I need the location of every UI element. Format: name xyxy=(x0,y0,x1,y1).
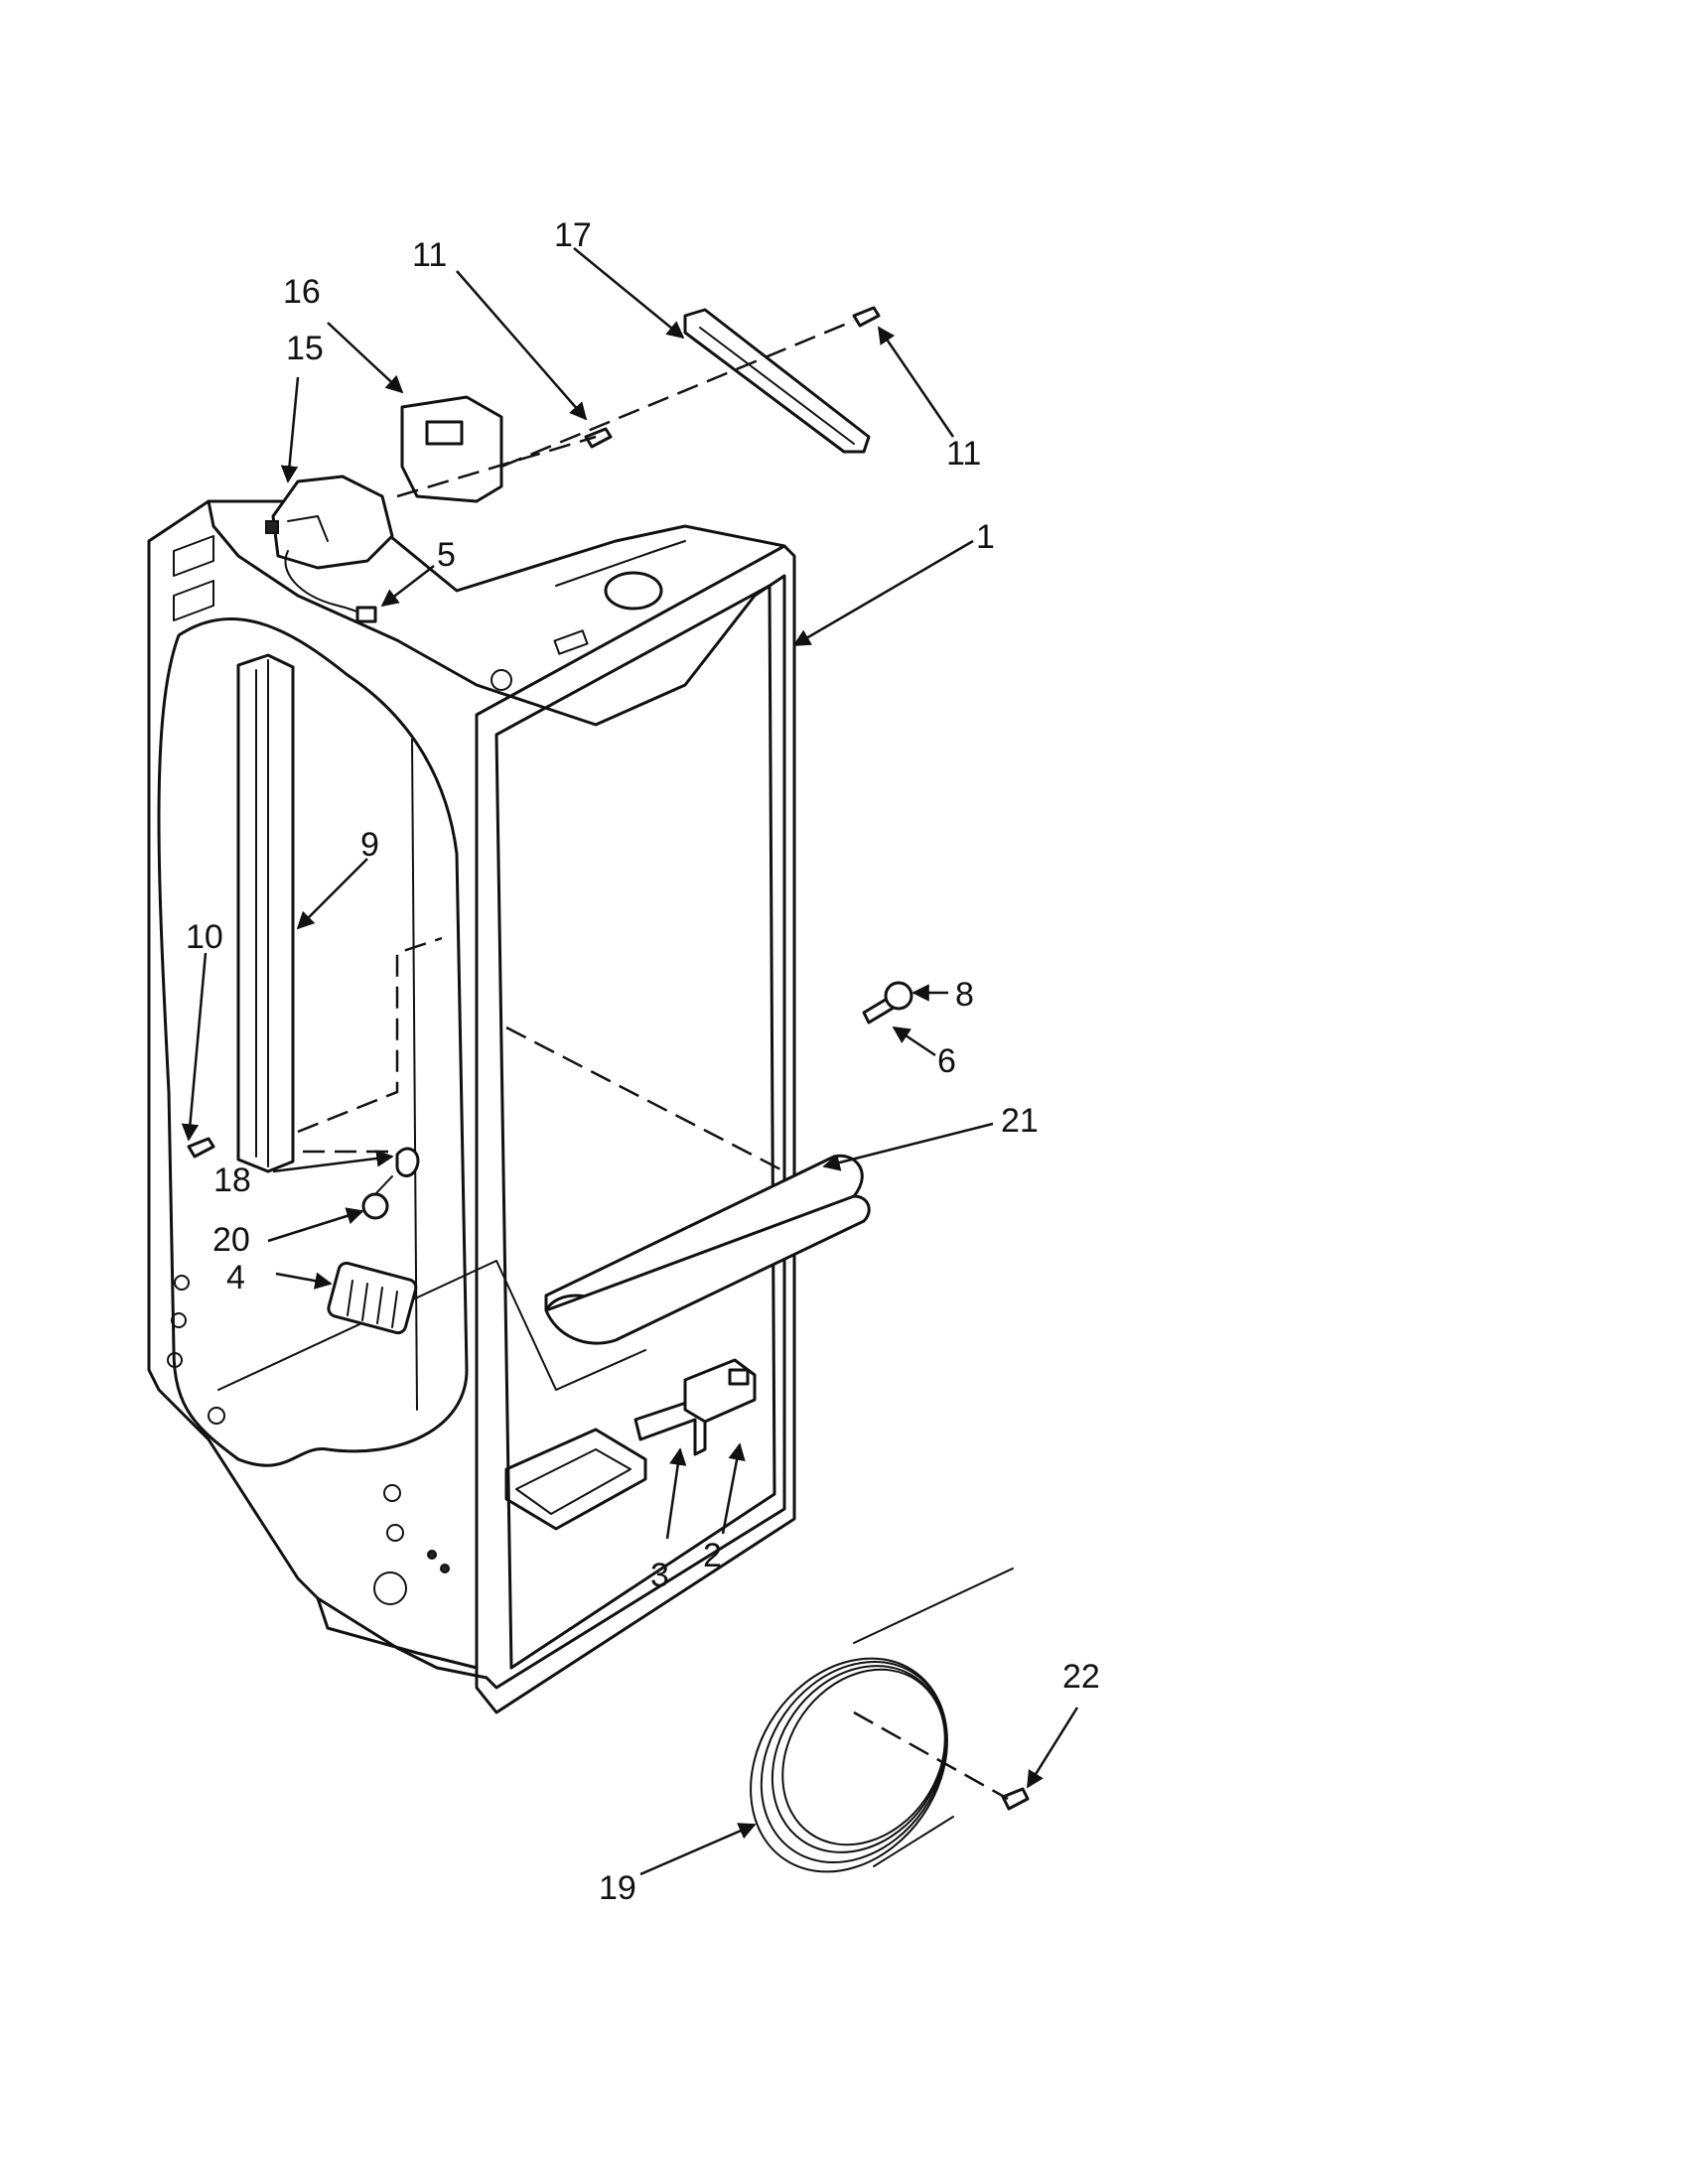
callout-2: 2 xyxy=(703,1537,722,1574)
callout-3: 3 xyxy=(650,1557,669,1594)
shelf-rail xyxy=(236,653,295,1173)
top-trim-bar xyxy=(683,308,871,454)
light-socket xyxy=(361,1147,420,1220)
callout-20: 20 xyxy=(212,1221,250,1259)
screw-left xyxy=(187,1137,215,1159)
screw-bottom-22 xyxy=(1001,1787,1030,1811)
callout-21: 21 xyxy=(1001,1102,1039,1140)
screw-right-6 xyxy=(862,981,913,1024)
callout-4: 4 xyxy=(226,1259,245,1297)
air-vent xyxy=(327,1261,418,1335)
callout-1: 1 xyxy=(976,518,995,556)
callout-8: 8 xyxy=(955,976,974,1014)
callout-5: 5 xyxy=(437,536,456,574)
callout-22: 22 xyxy=(1062,1658,1100,1696)
callout-11-right: 11 xyxy=(946,435,981,473)
duct-cover xyxy=(544,1154,871,1345)
callout-11-top: 11 xyxy=(412,236,447,274)
callout-17: 17 xyxy=(554,216,592,254)
callout-19: 19 xyxy=(599,1869,636,1907)
drain-bracket xyxy=(633,1358,757,1456)
water-tubing-coil xyxy=(750,1568,1014,1873)
control-housing xyxy=(265,475,394,570)
screw-top-left xyxy=(584,427,613,449)
assembly-dash-lines xyxy=(297,319,1009,1801)
mounting-bracket xyxy=(400,395,503,503)
wire-harness xyxy=(284,550,377,623)
cabinet-liner xyxy=(147,499,796,1714)
callout-18: 18 xyxy=(213,1161,251,1199)
callout-16: 16 xyxy=(283,273,321,311)
callout-6: 6 xyxy=(937,1042,956,1080)
leader-lines xyxy=(181,247,1079,1876)
callout-15: 15 xyxy=(286,330,324,367)
callout-labels: 1 2 3 4 5 6 8 9 10 11 11 15 16 17 18 19 … xyxy=(186,216,1100,1907)
screw-top-right xyxy=(852,306,881,328)
callout-10: 10 xyxy=(186,918,223,956)
callout-9: 9 xyxy=(360,826,379,864)
